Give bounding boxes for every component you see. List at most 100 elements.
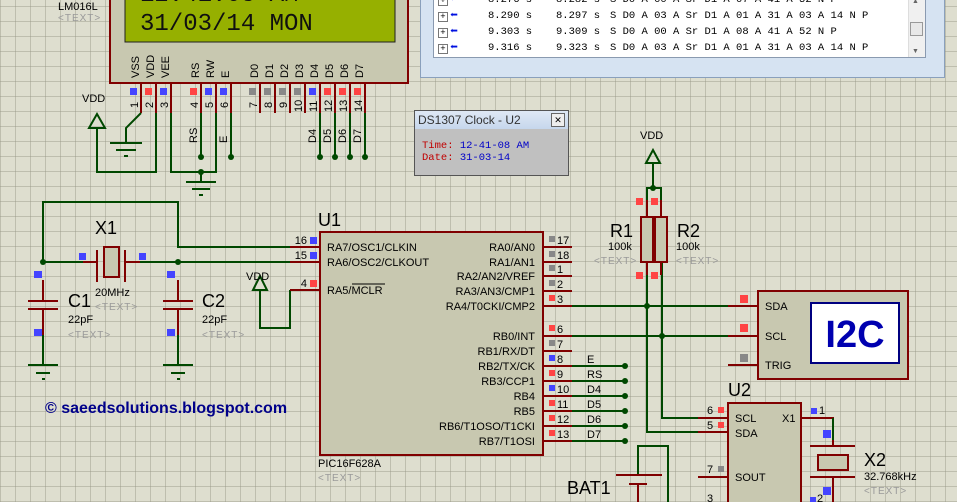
lcd-pin-number: 9: [278, 102, 290, 108]
lcd-module[interactable]: 12:41:08 AM 31/03/14 MON: [109, 0, 409, 84]
pin-number: 12: [557, 414, 569, 426]
i2c-transaction-list[interactable]: +⬅8.276 s8.282 sS D0 A 00 A Sr D1 A 07 A…: [433, 0, 926, 58]
i2c-scl-label: SCL: [765, 331, 786, 343]
u2-x1-label: X1: [782, 413, 795, 425]
pin-state-indicator: [549, 415, 555, 421]
r1-value: 100k: [608, 241, 632, 253]
start-time: 8.276 s: [488, 0, 533, 6]
ds1307-clock-popup[interactable]: DS1307 Clock - U2 ✕ Time: 12-41-08 AM Da…: [414, 110, 569, 176]
scrollbar[interactable]: ▲ ▼: [908, 0, 925, 57]
u2-sout-label: SOUT: [735, 472, 766, 484]
close-icon[interactable]: ✕: [551, 113, 565, 127]
expand-icon[interactable]: +: [438, 0, 448, 6]
expand-icon[interactable]: +: [438, 12, 448, 22]
scroll-down-icon[interactable]: ▼: [912, 48, 919, 55]
expand-icon[interactable]: +: [438, 44, 448, 54]
net-label: D4: [587, 384, 601, 396]
u2-pin-sout-number: 7: [707, 464, 713, 476]
i2c-sequence: S D0 A 00 A Sr D1 A 08 A 41 A 52 N P: [610, 26, 837, 38]
capacitor-c1[interactable]: [28, 271, 58, 336]
lcd-pin-name: D5: [324, 64, 336, 78]
resistor-r1[interactable]: [636, 198, 654, 279]
u1-body[interactable]: [319, 231, 544, 456]
pin-state-indicator: [549, 251, 555, 257]
arrow-left-icon: ⬅: [450, 0, 458, 6]
pin-state-indicator: [249, 88, 256, 95]
pin-number: 11: [557, 399, 568, 411]
start-time: 9.316 s: [488, 42, 533, 54]
lcd-pin-d1[interactable]: D18: [263, 64, 276, 113]
lcd-pin-e[interactable]: E6: [219, 71, 232, 113]
junction-dot: [622, 423, 628, 429]
pin-state-indicator: [549, 295, 555, 301]
lcd-pin-d0[interactable]: D07: [248, 64, 261, 113]
x1-ref: X1: [95, 218, 117, 238]
capacitor-c2[interactable]: [163, 271, 193, 336]
date-value: 31-03-14: [459, 152, 511, 164]
net-label-d6: D6: [337, 129, 349, 143]
i2c-debugger[interactable]: [728, 290, 909, 380]
lcd-pin-name: VEE: [160, 56, 172, 78]
scrollbar-thumb[interactable]: [910, 22, 923, 36]
x2-value: 32.768kHz: [864, 471, 917, 483]
lcd-pin-rs[interactable]: RS4: [189, 63, 202, 113]
junction-dot: [622, 438, 628, 444]
expand-icon[interactable]: +: [438, 28, 448, 38]
u2-ds1307[interactable]: [698, 402, 855, 502]
arrow-left-icon: ⬅: [450, 24, 458, 39]
i2c-trig-label: TRIG: [765, 360, 791, 372]
battery-bat1[interactable]: [616, 445, 669, 502]
scroll-up-icon[interactable]: ▲: [912, 0, 919, 5]
arrow-left-icon: ⬅: [450, 40, 458, 55]
lcd-pin-number: 7: [248, 102, 260, 108]
end-time: 8.282 s: [556, 0, 601, 6]
crystal-x1[interactable]: [79, 246, 146, 282]
pin-name: RA1/AN1: [489, 257, 535, 269]
net-label-e: E: [218, 136, 230, 143]
i2c-debug-terminal-window[interactable]: +⬅8.276 s8.282 sS D0 A 00 A Sr D1 A 07 A…: [420, 0, 945, 78]
lcd-part-label: LM016L: [58, 1, 98, 13]
popup-time-row: Time: 12-41-08 AM: [422, 140, 529, 152]
popup-title[interactable]: DS1307 Clock - U2: [415, 111, 568, 129]
lcd-pin-d2[interactable]: D29: [278, 64, 291, 113]
transaction-row[interactable]: +⬅8.276 s8.282 sS D0 A 00 A Sr D1 A 07 A…: [434, 0, 914, 9]
net-label-rs: RS: [188, 128, 200, 143]
net-label: D6: [587, 414, 601, 426]
date-label: Date:: [422, 152, 454, 164]
i2c-sda-label: SDA: [765, 301, 788, 313]
x1-text-placeholder: <TEXT>: [95, 302, 138, 313]
lcd-pin-rw[interactable]: RW5: [204, 59, 217, 113]
c2-value: 22pF: [202, 314, 227, 326]
lcd-pin-number: 10: [293, 100, 305, 112]
pin-name: RB6/T1OSO/T1CKI: [439, 421, 535, 433]
resistor-r2[interactable]: [651, 198, 668, 279]
